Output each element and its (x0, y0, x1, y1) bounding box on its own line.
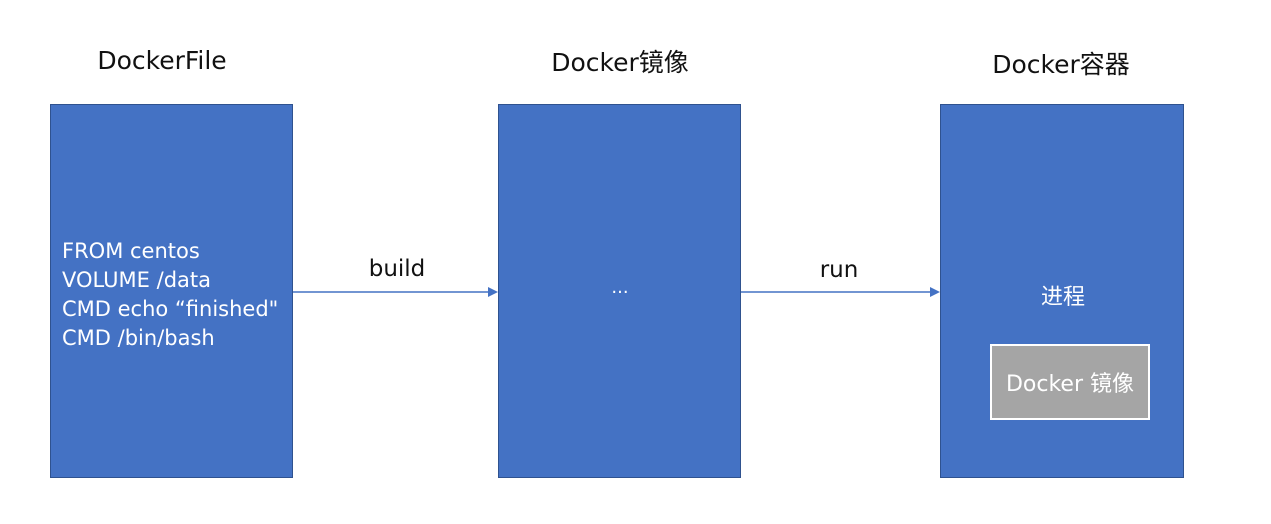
dockerfile-block: FROM centos VOLUME /data CMD echo “finis… (50, 104, 293, 478)
docker-image-block: ... (498, 104, 741, 478)
process-label: 进程 (1040, 285, 1086, 310)
inner-docker-image-box: Docker 镜像 (990, 344, 1150, 420)
docker-image-title: Docker镜像 (551, 48, 689, 77)
run-label: run (819, 257, 859, 283)
docker-container-block: 进程 Docker 镜像 (940, 104, 1184, 478)
dockerfile-line: VOLUME /data (62, 268, 211, 292)
dockerfile-line: FROM centos (62, 239, 200, 263)
dockerfile-title: DockerFile (97, 46, 227, 75)
run-arrow (741, 287, 940, 297)
dockerfile-content: FROM centos VOLUME /data CMD echo “finis… (62, 237, 278, 353)
build-label: build (368, 256, 426, 282)
dockerfile-line: CMD echo “finished" (62, 297, 279, 321)
docker-container-title: Docker容器 (992, 50, 1130, 79)
docker-image-content: ... (611, 277, 629, 298)
build-arrow (293, 287, 498, 297)
dockerfile-line: CMD /bin/bash (62, 326, 215, 350)
